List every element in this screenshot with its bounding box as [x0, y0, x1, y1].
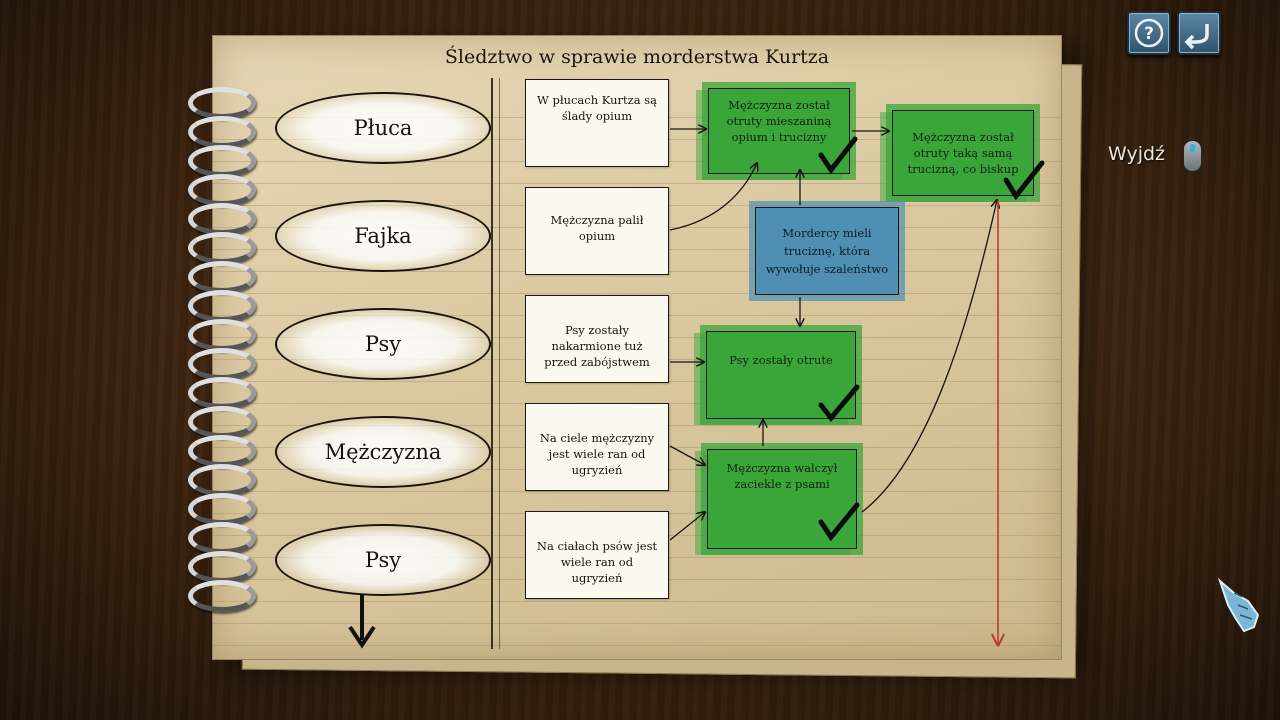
pointing-hand-cursor-icon [1217, 577, 1260, 633]
exit-label[interactable]: Wyjdź [1108, 143, 1166, 165]
mouse-icon [1183, 140, 1202, 172]
spiral-ring [188, 290, 256, 322]
page-divider-left-shadow [499, 78, 500, 649]
clue-card-pipe[interactable]: Mężczyzna palił opium [525, 187, 669, 275]
return-arrow-icon [1184, 24, 1209, 50]
svg-text:?: ? [1144, 24, 1154, 44]
spiral-ring [188, 261, 256, 293]
category-label: Mężczyzna [324, 440, 442, 464]
deduction-dogs-poisoned[interactable]: Psy zostały otrute [706, 331, 856, 419]
category-dogs[interactable]: Psy [275, 308, 491, 380]
spiral-ring [188, 145, 256, 177]
spiral-ring [188, 319, 256, 351]
hypothesis-murderers-poison[interactable]: Mordercy mieli truciznę, która wywołuje … [755, 207, 899, 295]
category-label: Psy [364, 548, 402, 572]
category-pipe[interactable]: Fajka [275, 200, 491, 272]
category-lungs[interactable]: Płuca [275, 92, 491, 164]
clue-card-man-bites[interactable]: Na ciele mężczyzny jest wiele ran od ugr… [525, 403, 669, 491]
clue-card-dogs-bites[interactable]: Na ciałach psów jest wiele ran od ugryzi… [525, 511, 669, 599]
spiral-ring [188, 464, 256, 496]
spiral-ring [188, 348, 256, 380]
spiral-ring [188, 522, 256, 554]
deduction-fought-dogs[interactable]: Mężczyzna walczył zaciekle z psami [707, 449, 857, 549]
category-man[interactable]: Mężczyzna [275, 416, 491, 488]
clue-card-dogs-fed[interactable]: Psy zostały nakarmione tuż przed zabójst… [525, 295, 669, 383]
spiral-ring [188, 551, 256, 583]
help-button[interactable]: ? [1127, 11, 1171, 55]
spiral-ring [188, 580, 256, 612]
spiral-ring [188, 377, 256, 409]
question-mark-icon: ? [1134, 18, 1164, 48]
spiral-ring [188, 116, 256, 148]
back-button[interactable] [1177, 11, 1221, 55]
deduction-bishop-poison[interactable]: Mężczyzna został otruty taką samą truciz… [892, 110, 1034, 196]
spiral-ring [188, 203, 256, 235]
category-dogs-2[interactable]: Psy [275, 524, 491, 596]
page-divider-left [491, 78, 493, 649]
spiral-ring [188, 493, 256, 525]
category-label: Fajka [354, 224, 412, 248]
deduction-opium-poison[interactable]: Mężczyzna został otruty mieszaniną opium… [708, 88, 850, 174]
spiral-ring [188, 406, 256, 438]
spiral-ring [188, 232, 256, 264]
clue-card-lungs[interactable]: W płucach Kurtza są ślady opium [525, 79, 669, 167]
category-label: Psy [364, 332, 402, 356]
spiral-ring [188, 174, 256, 206]
category-label: Płuca [353, 116, 413, 140]
spiral-ring [188, 435, 256, 467]
spiral-ring [188, 87, 256, 119]
page-title: Śledztwo w sprawie morderstwa Kurtza [444, 46, 830, 68]
